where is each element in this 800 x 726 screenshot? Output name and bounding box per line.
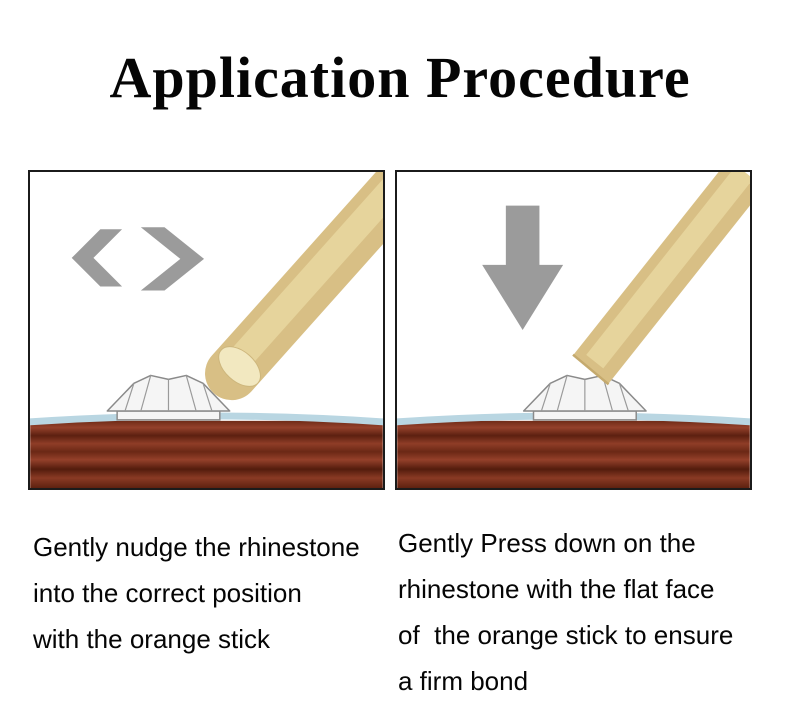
orange-stick xyxy=(205,172,383,401)
down-arrow-icon xyxy=(482,205,564,330)
stick-rounded-tip xyxy=(218,346,261,387)
down-arrow xyxy=(482,205,564,330)
stick-flat-face-edge xyxy=(572,353,610,386)
nudge-illustration xyxy=(30,172,383,488)
stick-sheen xyxy=(586,172,750,369)
stick-sheen xyxy=(222,179,383,377)
rhinestone-base xyxy=(116,410,221,421)
rhinestone-facets xyxy=(124,375,213,412)
surface-band xyxy=(397,412,750,488)
panel-nudge xyxy=(28,170,385,490)
page-title: Application Procedure xyxy=(109,45,691,110)
rhinestone-base xyxy=(532,410,637,421)
left-right-arrows-icon xyxy=(71,227,205,291)
caption-press: Gently Press down on the rhinestone with… xyxy=(398,528,734,696)
rhinestone xyxy=(522,374,647,421)
caption-nudge: Gently nudge the rhinestone into the cor… xyxy=(33,532,360,654)
rhinestone xyxy=(106,374,231,421)
surface-band xyxy=(30,412,383,488)
orange-stick xyxy=(572,172,750,386)
rhinestone-facets xyxy=(540,375,629,412)
left-arrow xyxy=(71,229,123,287)
right-arrow xyxy=(140,227,205,291)
panel-press xyxy=(395,170,752,490)
press-illustration xyxy=(397,172,750,488)
